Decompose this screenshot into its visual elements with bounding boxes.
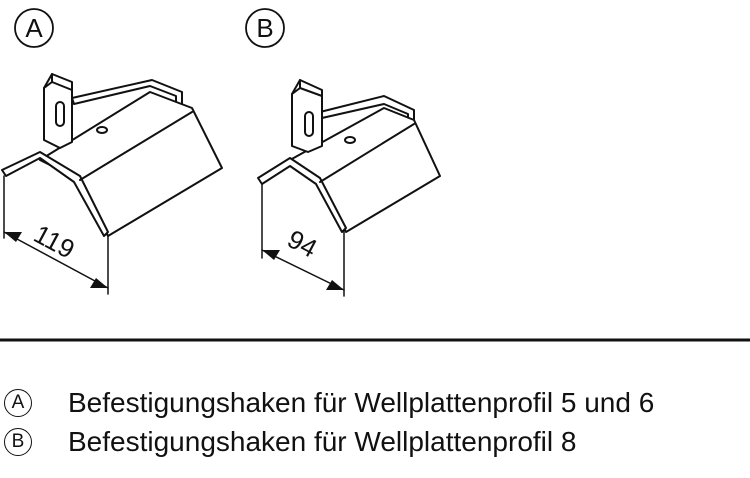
dimension-a-label: 119 xyxy=(29,219,80,265)
legend-marker-b: B xyxy=(4,428,32,456)
callout-b-label: B xyxy=(256,13,273,43)
legend-text-b: Befestigungshaken für Wellplattenprofil … xyxy=(68,426,577,457)
legend-item-a: A Befestigungshaken für Wellplattenprofi… xyxy=(4,386,654,420)
legend-item-b: B Befestigungshaken für Wellplattenprofi… xyxy=(4,425,576,459)
hook-b-drawing: 94 xyxy=(257,79,441,297)
callout-b: B xyxy=(245,8,285,48)
callout-a-label: A xyxy=(25,13,43,43)
callout-a: A xyxy=(14,8,54,48)
hook-a-drawing: 119 xyxy=(1,73,223,295)
legend-marker-a: A xyxy=(4,389,32,417)
legend-text-a: Befestigungshaken für Wellplattenprofil … xyxy=(68,387,655,418)
dimension-b-label: 94 xyxy=(283,224,323,264)
